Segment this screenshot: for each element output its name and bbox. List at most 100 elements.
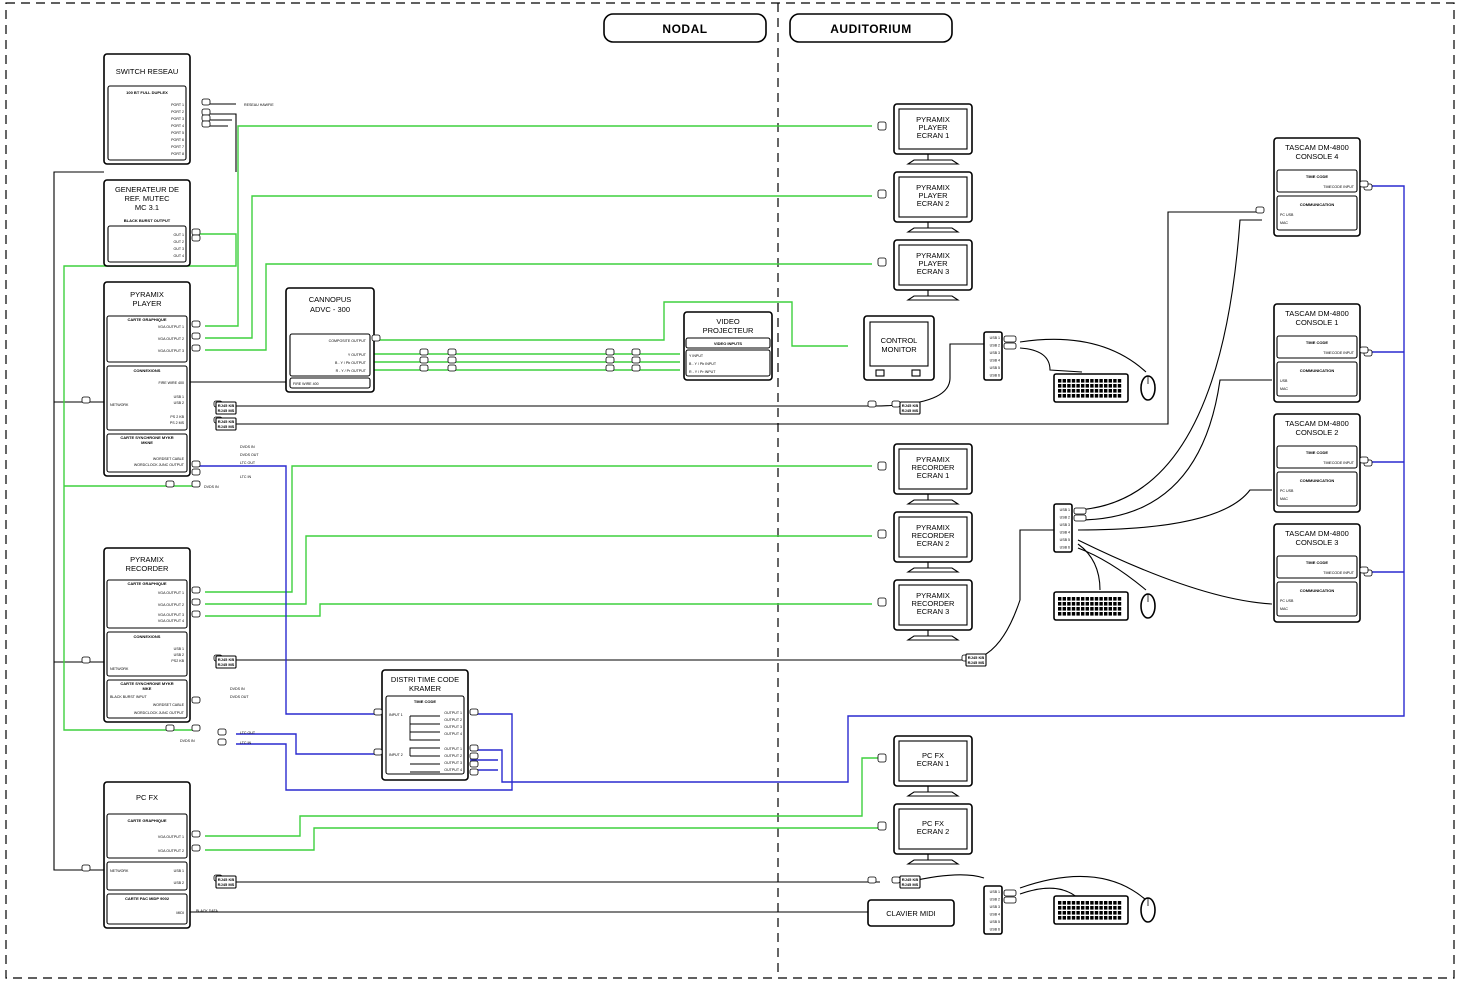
canopus-advc: CANNOPUS ADVC - 300 COMPOSITE OUTPUT Y O…	[285, 287, 375, 393]
monitor-3-line-2: PLAYER	[918, 259, 948, 268]
pcfx-sec1: CARTE GRAPHIQUE	[127, 818, 166, 823]
generator-out-1: OUT 1	[173, 233, 184, 237]
console-1-tc-in: TIMECODE INPUT	[1323, 185, 1355, 189]
distri-time-code: DISTRI TIME CODE KRAMER TIME CODE INPUT …	[381, 669, 469, 781]
connector-icon	[419, 364, 429, 372]
projector-title-2: PROJECTEUR	[703, 326, 754, 335]
distri-out2-a: OUTPUT 2	[444, 718, 462, 722]
console-2-tc-in: TIMECODE INPUT	[1323, 351, 1355, 355]
console-1-title-2: CONSOLE 4	[1296, 152, 1339, 161]
recorder-vga-2: VGA OUTPUT 2	[158, 603, 184, 607]
monitor-5-line-2: RECORDER	[912, 531, 956, 540]
player-sync-1: WORDSET CABLE	[153, 457, 185, 461]
player-fire: FIRE WIRE 400	[158, 381, 184, 385]
player-ext-1: DVDS IN	[240, 445, 255, 449]
extender-kb-label: RJ45 KB	[902, 877, 919, 882]
connector-icon	[631, 364, 641, 372]
keyboard-icon	[1053, 373, 1129, 403]
connector-icon	[217, 728, 227, 736]
switch-port-8: PORT 8	[171, 152, 184, 156]
canopus-out-2: B - Y / Pb OUTPUT	[335, 361, 367, 365]
vga-connector-icon	[877, 753, 887, 763]
connector-icon	[81, 864, 91, 872]
usb-hub-2-port-3: USB 3	[1060, 523, 1070, 527]
monitor-8-line-2: ECRAN 2	[917, 827, 950, 836]
monitor-4-line-1: PYRAMIX	[916, 455, 950, 464]
connector-icon	[605, 348, 615, 356]
pc-fx: PC FX CARTE GRAPHIQUE VGA OUTPUT 1 VGA O…	[103, 781, 218, 929]
cables	[53, 103, 1405, 913]
switch-port-6: PORT 6	[171, 138, 184, 142]
monitor-4-line-2: RECORDER	[912, 463, 956, 472]
usb-hub-3-port-5: USB 5	[990, 920, 1000, 924]
connector-icon	[165, 724, 175, 732]
player-net: NETWORK	[110, 403, 129, 407]
switch-port-4: PORT 4	[171, 124, 184, 128]
recorder-ext-1: DVDS IN	[230, 687, 245, 691]
console-1-tc: TIME CODE	[1306, 174, 1329, 179]
recorder-usb-1: USB 1	[174, 647, 184, 651]
connector-icon	[1359, 180, 1369, 188]
console-4-title-1: TASCAM DM-4800	[1285, 529, 1349, 538]
console-2-com: COMMUNICATION	[1300, 368, 1335, 373]
canopus-title-2: ADVC - 300	[310, 305, 350, 314]
mouse-icon	[1140, 593, 1156, 619]
connector-icon	[447, 364, 457, 372]
clavier-midi-label: CLAVIER MIDI	[886, 909, 935, 918]
connector-icon	[1359, 566, 1369, 574]
monitor-6-line-3: ECRAN 3	[917, 607, 950, 616]
console-4-tc: TIME CODE	[1306, 560, 1329, 565]
recorder-sync-1: BLACK BURST INPUT	[110, 695, 147, 699]
connector-icon	[469, 752, 479, 760]
connector-icon	[469, 744, 479, 752]
console-1-usb: PC USB	[1280, 213, 1294, 217]
connector-icon	[165, 480, 175, 488]
distri-in2: INPUT 2	[389, 753, 403, 757]
recorder-usb-3: PS2 KB	[171, 659, 184, 663]
connector-icon	[605, 364, 615, 372]
generator-section: BLACK BURST OUTPUT	[124, 218, 171, 223]
mouse-icon	[1140, 375, 1156, 401]
console-2-title-1: TASCAM DM-4800	[1285, 309, 1349, 318]
connector-icon	[631, 348, 641, 356]
canopus-out-1: Y OUTPUT	[348, 353, 367, 357]
monitor-3-line-1: PYRAMIX	[916, 251, 950, 260]
distri-out1-b: OUTPUT 1	[444, 747, 462, 751]
extender-ms-label: RJ45 MS	[218, 408, 235, 413]
pyramix-player: PYRAMIX PLAYER CARTE GRAPHIQUE VGA OUTPU…	[103, 281, 259, 489]
usb-hub-3-port-3: USB 3	[990, 905, 1000, 909]
player-ext-4: LTC IN	[240, 475, 252, 479]
console-2-mac: MAC	[1280, 387, 1288, 391]
recorder-sec3: CARTE SYNCHRONE MYKR	[120, 681, 173, 686]
video-projecteur: VIDEO PROJECTEUR VIDEO INPUTS Y INPUT B …	[683, 311, 773, 381]
monitor-5-line-3: ECRAN 2	[917, 539, 950, 548]
connector-icon	[371, 334, 381, 342]
connector-icon	[191, 332, 201, 340]
monitor-7-line-1: PC FX	[922, 751, 944, 760]
player-sec2: CONNEXIONS	[134, 368, 161, 373]
connector-icon	[373, 708, 383, 716]
monitor-2-line-2: PLAYER	[918, 191, 948, 200]
recorder-vga-3: VGA OUTPUT 3	[158, 613, 184, 617]
player-usb-1: USB 1	[174, 395, 184, 399]
extender-kb-label: RJ45 KB	[218, 877, 235, 882]
console-3-mac: MAC	[1280, 497, 1288, 501]
pcfx-title: PC FX	[136, 793, 158, 802]
generator-out-2: OUT 2	[173, 240, 184, 244]
distri-title-1: DISTRI TIME CODE	[391, 675, 459, 684]
usb-hub-3-port-4: USB 4	[990, 913, 1000, 917]
console-4-com: COMMUNICATION	[1300, 588, 1335, 593]
distri-out2-b: OUTPUT 2	[444, 754, 462, 758]
distri-sec: TIME CODE	[414, 699, 437, 704]
projector-sec: VIDEO INPUTS	[714, 341, 743, 346]
projector-in-2: B - Y / Pb INPUT	[689, 362, 717, 366]
connector-icon	[191, 598, 201, 606]
